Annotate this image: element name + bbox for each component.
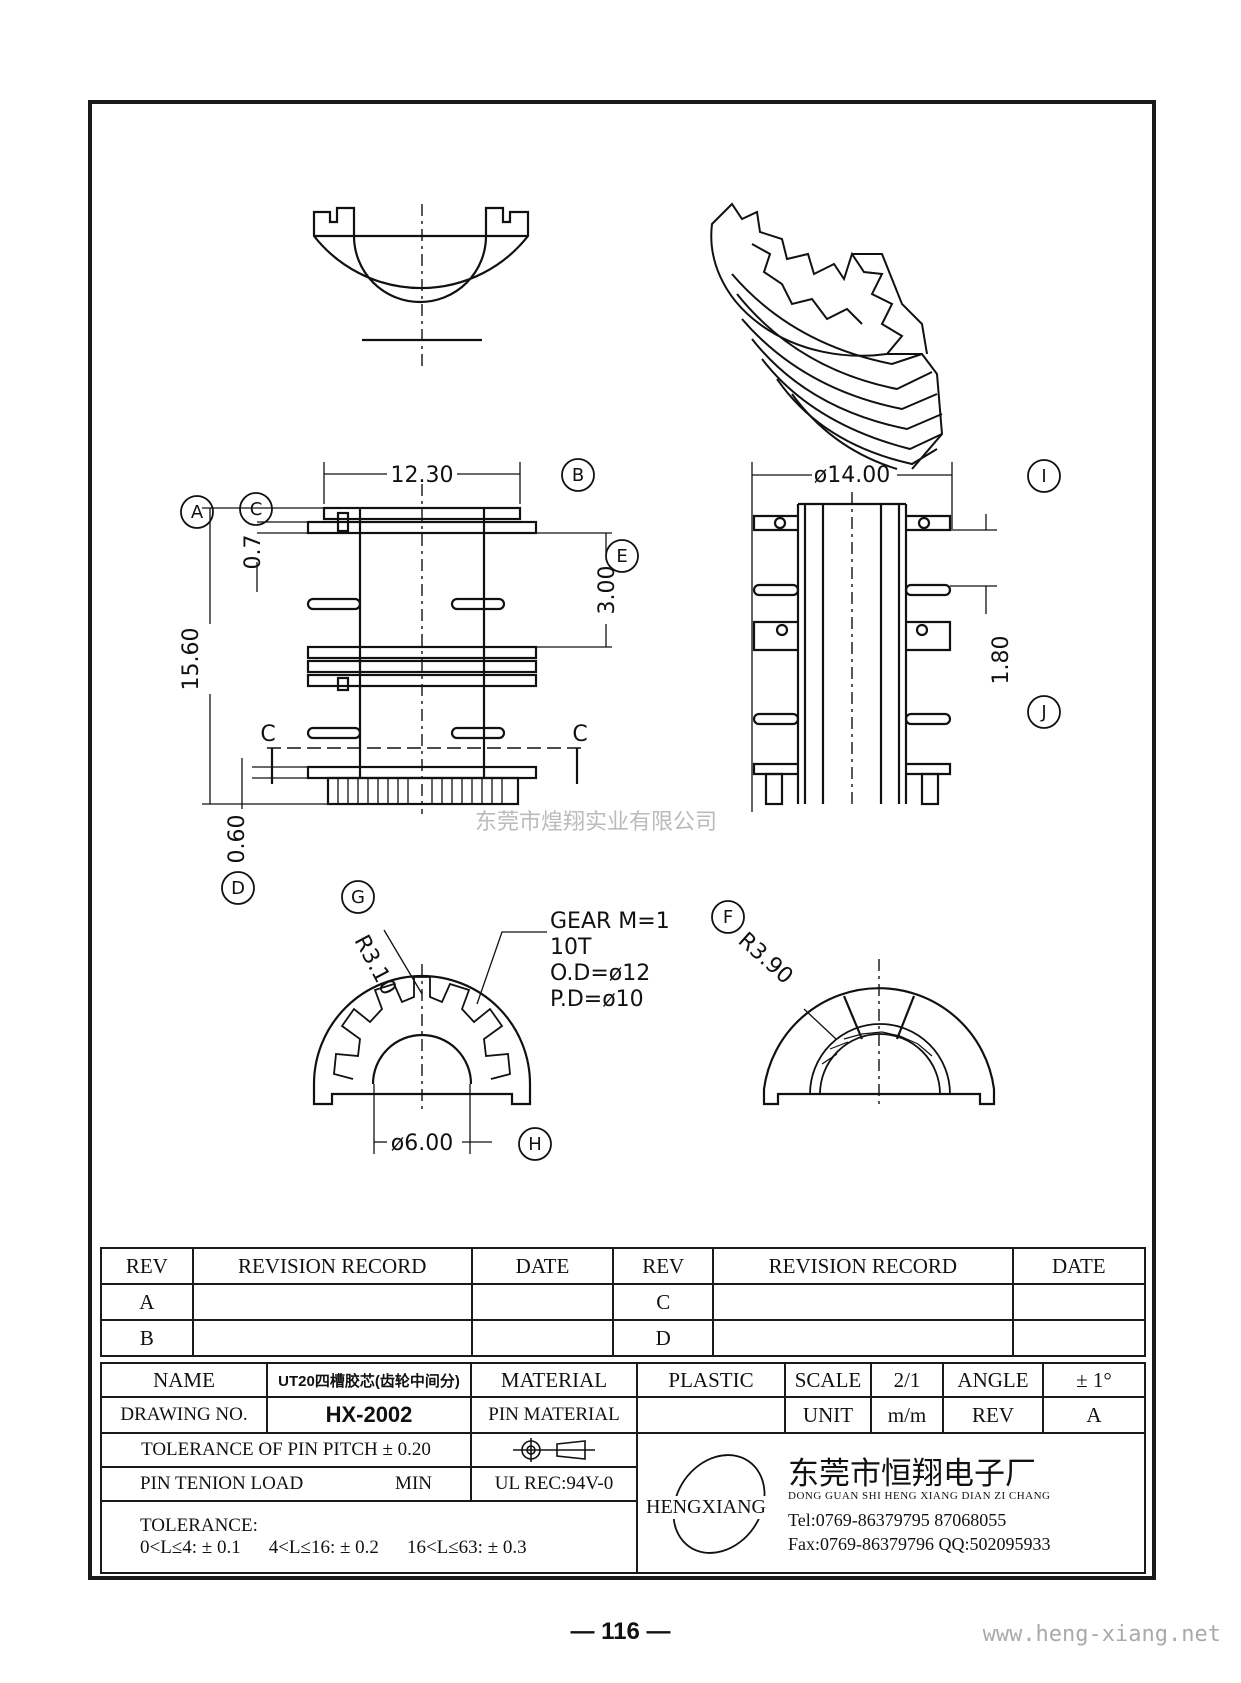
material-label: MATERIAL: [470, 1362, 638, 1398]
projection-icon: [513, 1438, 595, 1462]
rev-header-2: REV: [612, 1247, 715, 1285]
watermark: 东莞市煌翔实业有限公司: [475, 810, 718, 835]
company-name-pinyin: DONG GUAN SHI HENG XIANG DIAN ZI CHANG: [788, 1490, 1051, 1502]
title-block: NAME UT20四槽胶芯(齿轮中间分) MATERIAL PLASTIC SC…: [100, 1362, 1146, 1574]
record-cell: [191, 1319, 473, 1357]
dim-0-60: 0.60: [225, 815, 250, 864]
date-cell: [1011, 1319, 1147, 1357]
tolerance-3: 16<L≤63: ± 0.3: [406, 1537, 527, 1558]
date-cell: [470, 1319, 615, 1357]
revision-table: REV REVISION RECORD DATE REV REVISION RE…: [100, 1247, 1147, 1357]
rev-cell: A: [100, 1283, 194, 1321]
scale-value: 2/1: [870, 1362, 944, 1398]
tolerance-2: 4<L≤16: ± 0.2: [268, 1537, 379, 1558]
dim-1-80: 1.80: [989, 636, 1014, 685]
company-block: HENGXIANG 东莞市恒翔电子厂 DONG GUAN SHI HENG XI…: [636, 1432, 1146, 1574]
front-view: [202, 462, 612, 814]
page-number: — 116 —: [570, 1618, 671, 1645]
isometric-view: [710, 202, 944, 470]
callout-a: A: [191, 502, 204, 523]
material-value: PLASTIC: [636, 1362, 786, 1398]
top-view: [312, 204, 530, 369]
callout-d: D: [231, 878, 245, 899]
rev-label: REV: [942, 1396, 1044, 1434]
pin-tenion-min: MIN: [395, 1473, 432, 1494]
section-c-right: C: [572, 722, 587, 747]
tolerance-label: TOLERANCE:: [140, 1515, 258, 1536]
record-cell: [712, 1319, 1014, 1357]
callout-e: E: [616, 546, 627, 567]
company-fax: Fax:0769-86379796 QQ:502095933: [788, 1534, 1051, 1554]
callout-c: C: [250, 499, 263, 520]
rev-value: A: [1042, 1396, 1146, 1434]
pin-material-value: [636, 1396, 786, 1434]
rev-header: REV: [100, 1247, 194, 1285]
date-cell: [470, 1283, 615, 1321]
tolerance-pin-pitch: TOLERANCE OF PIN PITCH ± 0.20: [100, 1432, 472, 1468]
gear-note-3: O.D=ø12: [550, 961, 650, 986]
date-header: DATE: [470, 1247, 615, 1285]
gear-note-4: P.D=ø10: [550, 987, 644, 1012]
revision-record-header: REVISION RECORD: [191, 1247, 473, 1285]
name-label: NAME: [100, 1362, 268, 1398]
company-logo: [672, 1454, 766, 1554]
projection-symbol: [470, 1432, 638, 1468]
pin-material-label: PIN MATERIAL: [470, 1396, 638, 1434]
dim-3-00: 3.00: [595, 566, 620, 615]
rev-cell: D: [612, 1319, 715, 1357]
name-value: UT20四槽胶芯(齿轮中间分): [266, 1362, 472, 1398]
section-c-left: C: [260, 722, 275, 747]
revision-record-header-2: REVISION RECORD: [712, 1247, 1014, 1285]
pin-tenion-row: PIN TENION LOAD MIN: [100, 1466, 472, 1502]
logo-text: HENGXIANG: [646, 1496, 766, 1519]
record-cell: [712, 1283, 1014, 1321]
callout-h: H: [528, 1134, 542, 1155]
ul-rec: UL REC:94V-0: [470, 1466, 638, 1502]
record-cell: [191, 1283, 473, 1321]
technical-drawing: 12.30 ø14.00 15.60 0.7 3.00 1.80 0.60 ø6…: [179, 202, 1061, 1161]
date-cell: [1011, 1283, 1147, 1321]
company-name-cn: 东莞市恒翔电子厂: [788, 1456, 1036, 1492]
gear-section-view: [312, 929, 547, 1154]
tolerance-block: TOLERANCE: 0<L≤4: ± 0.1 4<L≤16: ± 0.2 16…: [100, 1500, 638, 1574]
gear-note-1: GEAR M=1: [550, 909, 670, 934]
drawing-no-label: DRAWING NO.: [100, 1396, 268, 1434]
section-view-f: [762, 959, 996, 1109]
dim-0-7: 0.7: [241, 535, 266, 570]
callout-j: J: [1040, 702, 1046, 723]
angle-value: ± 1°: [1042, 1362, 1146, 1398]
rev-cell: C: [612, 1283, 715, 1321]
callout-b: B: [572, 465, 584, 486]
drawing-sheet: 12.30 ø14.00 15.60 0.7 3.00 1.80 0.60 ø6…: [88, 100, 1156, 1580]
scale-label: SCALE: [784, 1362, 872, 1398]
callout-i: I: [1041, 466, 1046, 487]
callout-g: G: [351, 887, 365, 908]
dim-r3-10: R3.10: [349, 931, 401, 999]
dim-6-00: ø6.00: [391, 1131, 453, 1156]
tolerance-values: 0<L≤4: ± 0.1 4<L≤16: ± 0.2 16<L≤63: ± 0.…: [140, 1537, 527, 1559]
rev-cell: B: [100, 1319, 194, 1357]
unit-label: UNIT: [784, 1396, 872, 1434]
dim-14-00: ø14.00: [814, 463, 890, 488]
gear-note-2: 10T: [550, 935, 592, 960]
dim-r3-90: R3.90: [733, 928, 797, 990]
tolerance-1: 0<L≤4: ± 0.1: [140, 1537, 241, 1558]
date-header-2: DATE: [1011, 1247, 1147, 1285]
angle-label: ANGLE: [942, 1362, 1044, 1398]
dim-12-30: 12.30: [391, 463, 454, 488]
side-view: [751, 462, 997, 812]
drawing-no-value: HX-2002: [266, 1396, 472, 1434]
pin-tenion-label: PIN TENION LOAD: [140, 1473, 304, 1494]
company-tel: Tel:0769-86379795 87068055: [788, 1510, 1007, 1530]
callout-f: F: [723, 907, 733, 928]
dim-15-60: 15.60: [179, 628, 204, 691]
website-url: www.heng-xiang.net: [982, 1622, 1221, 1647]
unit-value: m/m: [870, 1396, 944, 1434]
